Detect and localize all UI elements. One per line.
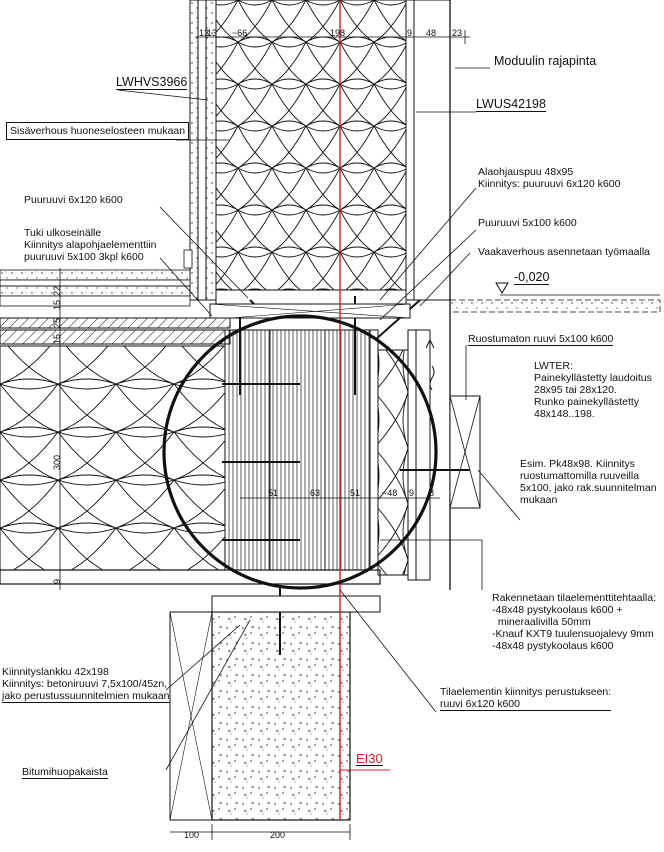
label-level: -0,020 [514,270,550,285]
floor-layers [0,249,381,585]
dim-left-3: 25 [52,317,62,328]
label-kiinnityslankku: Kiinnityslankku 42x198 Kiinnitys: betoni… [2,666,170,703]
dim-left-5: 300 [52,454,62,470]
label-lwter: LWTER: Painekyllästetty laudoitus 28x95 … [534,360,652,420]
label-puuruuvi-6x120: Puuruuvi 6x120 k600 [24,194,123,206]
dim-bottom-2: 200 [270,830,286,840]
outside-terrain [425,282,661,391]
label-esim: Esim. Pk48x98. Kiinnitys ruostumattomill… [520,458,657,506]
dim-left-4: 15 [52,333,62,344]
label-moduulin-rajapinta: Moduulin rajapinta [494,54,597,68]
dim-top-3: ~66 [232,28,248,38]
dim-mid-2: 63 [310,488,321,498]
dimension-lines [59,30,470,840]
label-puuruuvi-5x100: Puuruuvi 5x100 k600 [478,217,577,229]
dim-top-5: 9 [407,28,413,38]
label-tuki: Tuki ulkoseinälle Kiinnitys alapohjaelem… [24,227,157,263]
upper-wall [189,0,451,590]
floor-joists [209,303,411,319]
dim-top-1: 13 [199,28,210,38]
dim-bottom-1: 100 [184,830,200,840]
label-ei30: EI30 [356,751,383,766]
label-lwhvs: LWHVS3966 [116,75,188,90]
label-vaakaverhous: Vaakaverhous asennetaan työmaalla [478,246,651,258]
dim-left-2: 15 [52,299,62,310]
dim-mid-1: 51 [268,488,279,498]
label-rakennetaan: Rakennetaan tilaelementtitehtaalla: -48x… [492,592,657,652]
foundation [169,595,381,821]
label-bitumihuopakaista: Bitumihuopakaista [22,766,108,779]
leader-lines [117,67,521,771]
dim-mid-3: 51 [350,488,361,498]
rim-beam [224,329,481,581]
dim-mid-5: 9 [409,488,415,498]
dim-top-2: 13 [207,28,218,38]
dim-top-7: 23 [452,28,463,38]
label-lwus: LWUS42198 [476,97,546,112]
label-tilaelementin: Tilaelementin kiinnitys perustukseen: ru… [440,686,612,711]
dim-left-1: 22 [52,285,62,296]
label-alaohjauspuu: Alaohjauspuu 48x95 Kiinnitys: puuruuvi 6… [478,166,621,190]
label-ruostumaton: Ruostumaton ruuvi 5x100 k600 [468,333,614,346]
detail-circle [162,314,438,590]
dim-top-4: 198 [330,28,346,38]
dim-mid-6: 8 [429,488,435,498]
dim-top-6: 48 [426,28,437,38]
label-sisaverhous: Sisäverhous huoneselosteen mukaan [6,122,190,140]
dim-left-6: 9 [52,578,62,584]
dim-mid-4: ~48 [382,488,398,498]
